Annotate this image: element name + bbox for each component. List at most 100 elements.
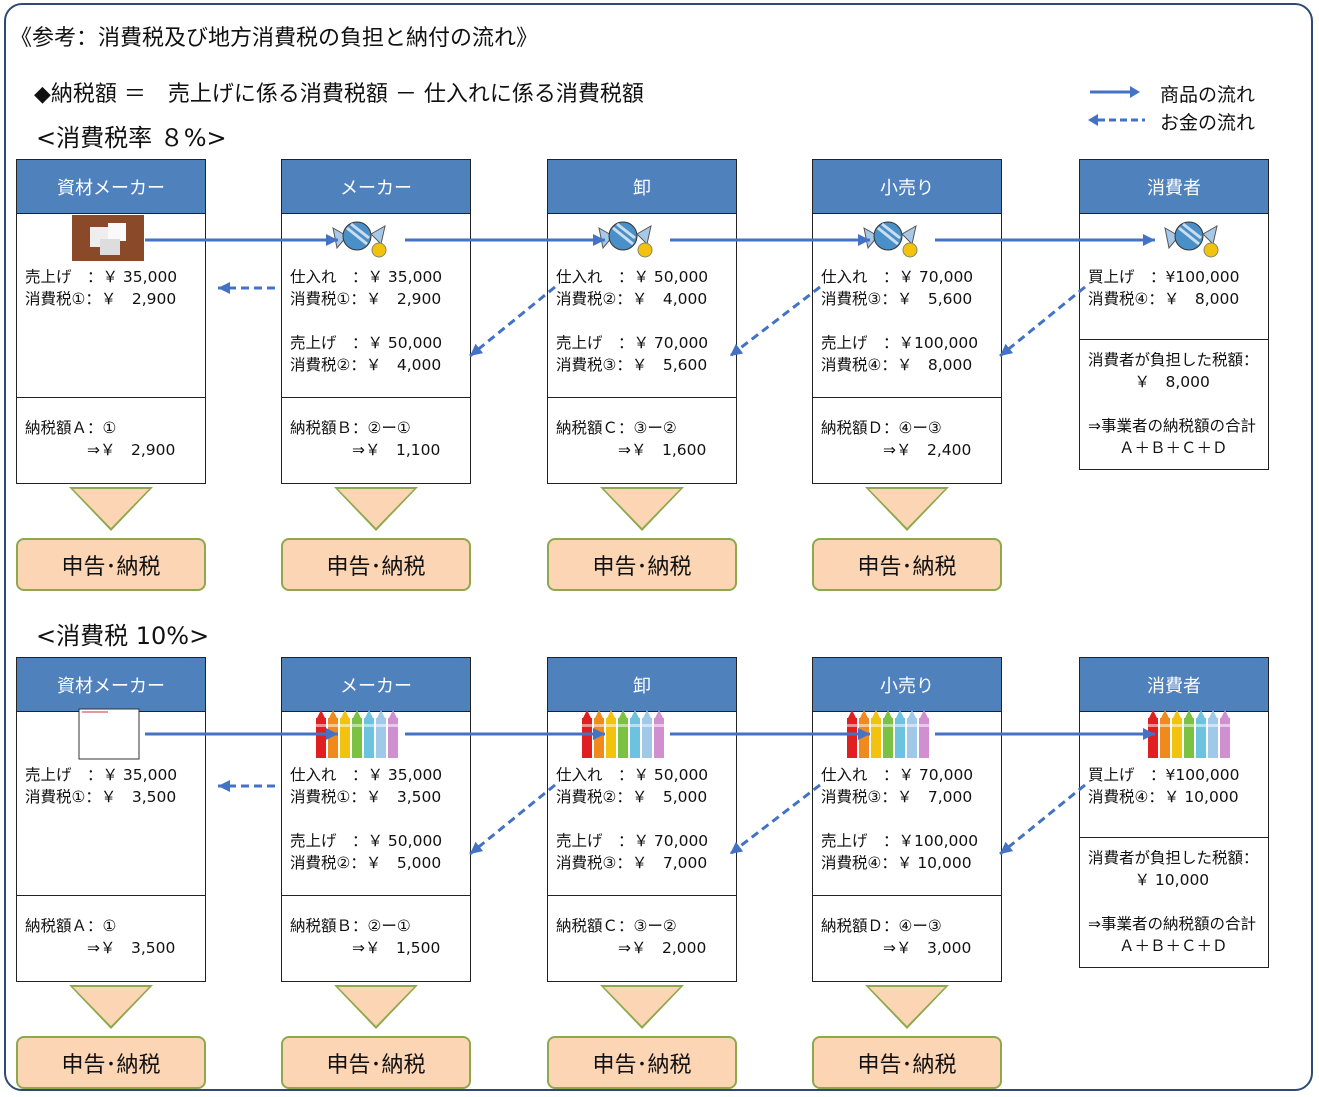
report-payment-box: 申告･納税 xyxy=(16,1036,206,1089)
tax-line: 納税額Ｄ：④ー③ xyxy=(821,917,942,935)
transaction-line: 消費税④：￥ 8,000 xyxy=(821,356,973,374)
tax-line: 納税額Ｃ：③ー② xyxy=(556,917,677,935)
sugar-cube-icon xyxy=(72,215,144,265)
tax-line: ⇒￥ 1,500 xyxy=(290,939,441,957)
tax-payment-section: 納税額Ｄ：④ー③ ⇒￥ 2,400 xyxy=(813,397,1001,485)
diagram-frame xyxy=(4,3,1313,1091)
tax-rate-label: <消費税率 ８%> xyxy=(36,124,227,152)
report-payment-box: 申告･納税 xyxy=(281,1036,471,1089)
transaction-line: 消費税③：￥ 5,600 xyxy=(556,356,708,374)
tax-line: ⇒事業者の納税額の合計 xyxy=(1088,915,1256,933)
candy-icon xyxy=(593,214,659,264)
down-arrow-icon xyxy=(69,985,153,1029)
transaction-line: 仕入れ ：￥ 70,000 xyxy=(821,766,974,784)
tax-line: ⇒￥ 2,400 xyxy=(821,441,972,459)
tax-line: 納税額Ｄ：④ー③ xyxy=(821,419,942,437)
transaction-section: 仕入れ ：￥ 70,000 消費税③：￥ 7,000 売上げ ：￥100,000 消費… xyxy=(813,711,1001,895)
consumer-burden-section: 消費者が負担した税額： ￥ 8,000 ⇒事業者の納税額の合計 Ａ＋Ｂ＋Ｃ＋Ｄ xyxy=(1080,339,1268,471)
tax-line: ⇒￥ 2,900 xyxy=(25,441,176,459)
entity-header: 資材メーカー xyxy=(17,160,205,213)
blank-image-icon xyxy=(78,708,140,764)
transaction-line: 消費税③：￥ 7,000 xyxy=(821,788,973,806)
transaction-section: 買上げ ：¥100,000 消費税④：￥ 10,000 xyxy=(1080,711,1268,837)
transaction-line: 消費税③：￥ 5,600 xyxy=(821,290,973,308)
transaction-line: 仕入れ ：￥ 50,000 xyxy=(556,766,709,784)
report-payment-box: 申告･納税 xyxy=(281,538,471,591)
transaction-line: 消費税②：￥ 4,000 xyxy=(556,290,708,308)
crayons-icon xyxy=(315,708,399,764)
tax-line: ￥ 10,000 xyxy=(1088,871,1210,889)
tax-line: ⇒￥ 2,000 xyxy=(556,939,707,957)
transaction-line: 売上げ ：￥ 70,000 xyxy=(556,832,709,850)
transaction-section: 買上げ ：¥100,000 消費税④：￥ 8,000 xyxy=(1080,213,1268,339)
candy-icon xyxy=(1159,214,1225,264)
transaction-line: 消費税①：￥ 3,500 xyxy=(25,788,177,806)
tax-payment-section: 納税額Ｂ：②ー① ⇒￥ 1,500 xyxy=(282,895,470,983)
down-arrow-icon xyxy=(600,985,684,1029)
transaction-line: 消費税①：￥ 2,900 xyxy=(290,290,442,308)
transaction-line: 仕入れ ：￥ 50,000 xyxy=(556,268,709,286)
transaction-line: 買上げ ：¥100,000 xyxy=(1088,766,1240,784)
transaction-line: 売上げ ：￥100,000 xyxy=(821,334,979,352)
transaction-line: 消費税①：￥ 3,500 xyxy=(290,788,442,806)
transaction-line: 仕入れ ：￥ 35,000 xyxy=(290,268,443,286)
transaction-line: 消費税④：￥ 10,000 xyxy=(821,854,972,872)
candy-icon xyxy=(327,214,393,264)
down-arrow-icon xyxy=(865,487,949,531)
transaction-line: 消費税②：￥ 5,000 xyxy=(290,854,442,872)
tax-line: 消費者が負担した税額： xyxy=(1088,849,1259,867)
down-arrow-icon xyxy=(69,487,153,531)
transaction-line: 買上げ ：¥100,000 xyxy=(1088,268,1240,286)
page-title: 《参考：消費税及び地方消費税の負担と納付の流れ》 xyxy=(10,26,539,51)
entity-header: 小売り xyxy=(813,160,1001,213)
transaction-line: 売上げ ：￥100,000 xyxy=(821,832,979,850)
transaction-line: 消費税②：￥ 5,000 xyxy=(556,788,708,806)
transaction-line: 消費税④：￥ 10,000 xyxy=(1088,788,1239,806)
entity-header: メーカー xyxy=(282,160,470,213)
transaction-line: 仕入れ ：￥ 70,000 xyxy=(821,268,974,286)
tax-line: Ａ＋Ｂ＋Ｃ＋Ｄ xyxy=(1088,937,1228,955)
transaction-line: 消費税④：￥ 8,000 xyxy=(1088,290,1240,308)
entity-header: 資材メーカー xyxy=(17,658,205,711)
tax-line: ⇒￥ 1,100 xyxy=(290,441,441,459)
tax-line: ￥ 8,000 xyxy=(1088,373,1210,391)
tax-line: ⇒事業者の納税額の合計 xyxy=(1088,417,1256,435)
crayons-icon xyxy=(581,708,665,764)
entity-header: 卸 xyxy=(548,658,736,711)
tax-line: 納税額Ａ：① xyxy=(25,917,117,935)
entity-box: 小売り仕入れ ：￥ 70,000 消費税③：￥ 5,600 売上げ ：￥100,00… xyxy=(812,159,1002,484)
entity-header: 小売り xyxy=(813,658,1001,711)
legend-goods-label: 商品の流れ xyxy=(1160,84,1256,106)
tax-line: 納税額Ａ：① xyxy=(25,419,117,437)
down-arrow-icon xyxy=(334,487,418,531)
tax-payment-section: 納税額Ｃ：③ー② ⇒￥ 1,600 xyxy=(548,397,736,485)
crayons-icon xyxy=(846,708,930,764)
transaction-line: 仕入れ ：￥ 35,000 xyxy=(290,766,443,784)
transaction-section: 仕入れ ：￥ 70,000 消費税③：￥ 5,600 売上げ ：￥100,000 消費… xyxy=(813,213,1001,397)
down-arrow-icon xyxy=(865,985,949,1029)
tax-payment-section: 納税額Ａ：① ⇒￥ 2,900 xyxy=(17,397,205,485)
tax-line: 消費者が負担した税額： xyxy=(1088,351,1259,369)
tax-line: 納税額Ｂ：②ー① xyxy=(290,917,411,935)
report-payment-box: 申告･納税 xyxy=(16,538,206,591)
entity-header: 卸 xyxy=(548,160,736,213)
entity-box: 消費者買上げ ：¥100,000 消費税④：￥ 10,000 消費者が負担した税額：… xyxy=(1079,657,1269,968)
report-payment-box: 申告･納税 xyxy=(812,538,1002,591)
entity-header: 消費者 xyxy=(1080,658,1268,711)
candy-icon xyxy=(858,214,924,264)
tax-line: Ａ＋Ｂ＋Ｃ＋Ｄ xyxy=(1088,439,1228,457)
transaction-line: 売上げ ：￥ 50,000 xyxy=(290,832,443,850)
entity-header: メーカー xyxy=(282,658,470,711)
tax-payment-section: 納税額Ｃ：③ー② ⇒￥ 2,000 xyxy=(548,895,736,983)
transaction-line: 売上げ ：￥ 35,000 xyxy=(25,268,178,286)
tax-formula: ◆納税額 ＝ 売上げに係る消費税額 － 仕入れに係る消費税額 xyxy=(34,82,644,107)
legend-money-label: お金の流れ xyxy=(1160,112,1256,134)
report-payment-box: 申告･納税 xyxy=(812,1036,1002,1089)
